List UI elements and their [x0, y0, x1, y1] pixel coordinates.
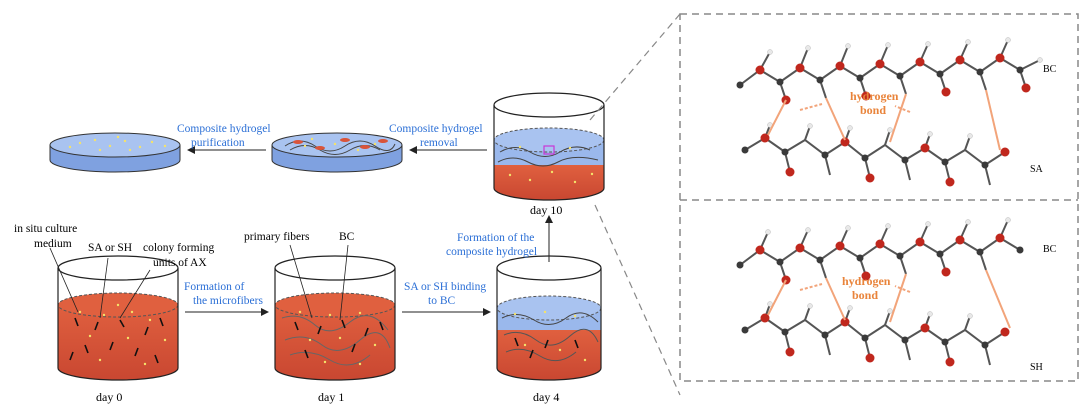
label-sa-or-sh: SA or SH [88, 242, 132, 254]
step-binding-2: to BC [428, 295, 455, 307]
hbond-label-top-1: hydrogen [850, 89, 899, 103]
atoms-top-panel [736, 37, 1043, 187]
day-10-label: day 10 [530, 203, 562, 217]
beaker-day-10 [493, 92, 605, 201]
molecular-panel-frame [679, 13, 1079, 382]
beaker-day-1 [274, 255, 396, 381]
process-arrows [185, 146, 553, 316]
day-0-label: day 0 [96, 390, 122, 404]
step-composite-formation-1: Formation of the [457, 232, 534, 244]
label-primary-fibers: primary fibers [244, 231, 310, 243]
step-removal-2: removal [420, 137, 458, 149]
day-1-label: day 1 [318, 390, 344, 404]
day-4-label: day 4 [533, 390, 559, 404]
label-bc: BC [339, 231, 355, 243]
label-colony-1: colony forming [143, 242, 214, 254]
step-removal-1: Composite hydrogel [389, 123, 483, 135]
panel-top-bc-label: BC [1043, 64, 1057, 75]
hbond-label-top-2: bond [860, 103, 886, 117]
molecule-bc-sa-panel [739, 39, 1041, 186]
beaker-day-0 [57, 255, 179, 381]
hbond-lines-bottom [767, 269, 1011, 329]
label-in-situ-2: medium [34, 238, 72, 250]
hbond-label-bottom-1: hydrogen [842, 274, 891, 288]
label-colony-2: units of AX [153, 257, 207, 269]
hbond-label-bottom-2: bond [852, 288, 878, 302]
atoms-bottom-panel [736, 217, 1024, 367]
label-in-situ-1: in situ culture [14, 223, 77, 235]
hbond-lines-top [767, 89, 1001, 151]
day0-callout-lines [49, 247, 151, 319]
beaker-day-4 [496, 255, 602, 381]
purified-hydrogel-dish [49, 132, 181, 173]
removed-hydrogel-dish [271, 132, 403, 173]
step-composite-formation-2: composite hydrogel [446, 246, 537, 258]
zoom-connectors [589, 13, 681, 396]
step-formation-microfibers-1: Formation of [184, 281, 245, 293]
step-formation-microfibers-2: the microfibers [193, 295, 263, 307]
panel-bottom-sh-label: SH [1030, 362, 1043, 373]
step-binding-1: SA or SH binding [404, 281, 486, 293]
step-purification-2: purification [191, 137, 245, 149]
step-purification-1: Composite hydrogel [177, 123, 271, 135]
panel-bottom-bc-label: BC [1043, 244, 1057, 255]
panel-top-sa-label: SA [1030, 164, 1044, 175]
day1-callout-lines [289, 244, 349, 321]
